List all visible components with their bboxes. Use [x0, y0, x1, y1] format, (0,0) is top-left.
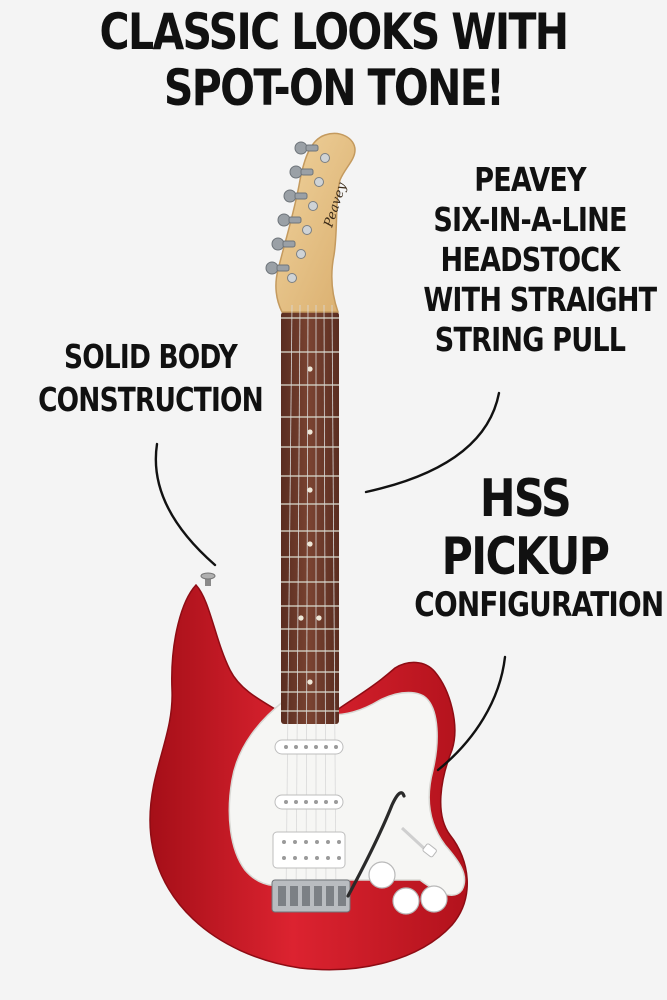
pickguard — [228, 691, 466, 896]
tremolo-arm — [346, 791, 406, 898]
fret-markers — [298, 366, 322, 685]
middle-pickup — [274, 794, 344, 810]
headstock-callout-line-3: HEADSTOCK — [440, 240, 621, 279]
headstock-callout: PEAVEY SIX-IN-A-LINE HEADSTOCK WITH STRA… — [423, 160, 657, 360]
headstock-callout-line — [364, 391, 501, 494]
headline-line-1: CLASSIC LOOKS WITH — [99, 3, 570, 61]
neck-pickup — [274, 739, 344, 755]
selector-switch — [400, 826, 437, 858]
pickup-callout: HSS PICKUP CONFIGURATION — [414, 469, 664, 626]
pickup-callout-line-3: CONFIGURATION — [414, 585, 664, 625]
headstock-callout-line-2: SIX-IN-A-LINE — [433, 200, 627, 239]
headstock-callout-line-1: PEAVEY — [474, 160, 586, 199]
pickup-callout-line-2: PICKUP — [441, 527, 610, 587]
headstock-callout-line-4: WITH STRAIGHT — [423, 280, 657, 319]
strap-button — [200, 572, 216, 586]
tuning-pegs — [265, 141, 330, 283]
pickup-callout-line — [436, 655, 507, 772]
tremolo-bridge — [271, 879, 351, 913]
bridge-humbucker — [272, 831, 346, 869]
headline-line-2: SPOT-ON TONE! — [163, 59, 505, 117]
headstock-callout-line-5: STRING PULL — [434, 320, 626, 359]
body-callout-line-1: SOLID BODY — [64, 337, 238, 376]
body-callout: SOLID BODY CONSTRUCTION — [37, 335, 265, 421]
headstock — [275, 132, 356, 313]
headline: CLASSIC LOOKS WITH SPOT-ON TONE! — [60, 4, 607, 116]
body-callout-line-2: CONSTRUCTION — [38, 380, 264, 419]
body-callout-line — [154, 442, 217, 567]
control-knobs — [368, 861, 448, 915]
pickup-callout-line-1: HSS — [479, 469, 572, 529]
